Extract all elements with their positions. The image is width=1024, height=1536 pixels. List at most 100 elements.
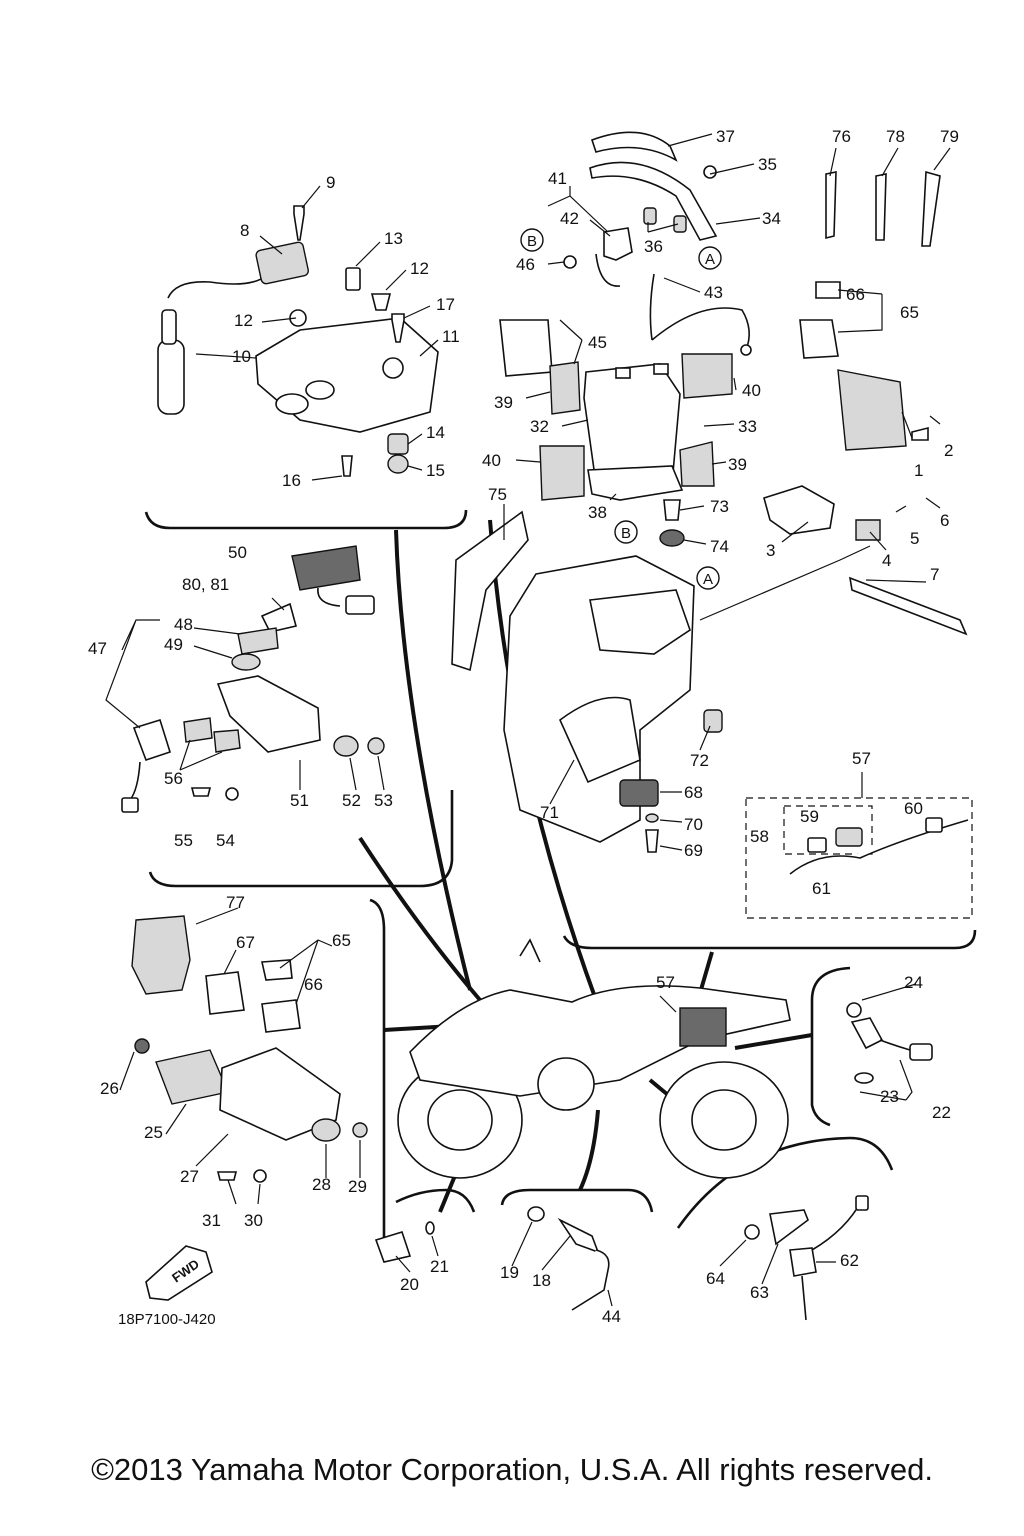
callout-53: 53 [374,791,393,810]
callout-80-81: 80, 81 [182,575,229,594]
callout-51: 51 [290,791,309,810]
callout-28: 28 [312,1175,331,1194]
callout-72: 72 [690,751,709,770]
callout-40b: 40 [482,451,501,470]
callout-61: 61 [812,879,831,898]
ref-b-label-2: B [621,525,631,542]
diagram-code: 18P7100-J420 [118,1311,216,1328]
cover-77 [131,915,191,995]
callout-55: 55 [174,831,193,850]
callout-34: 34 [762,209,781,228]
atv-silhouette [397,938,791,1179]
battery-cover [451,510,529,672]
callout-36: 36 [644,237,663,256]
callout-60: 60 [904,799,923,818]
sensor-62 [789,1247,817,1277]
callout-5: 5 [910,529,919,548]
callout-7: 7 [930,565,939,584]
callout-1: 1 [914,461,923,480]
ref-b-label-1: B [527,233,537,250]
harness-inset [745,797,973,919]
callout-19: 19 [500,1263,519,1282]
callout-57a: 57 [852,749,871,768]
callout-58: 58 [750,827,769,846]
callout-29: 29 [348,1177,367,1196]
callout-32: 32 [530,417,549,436]
fwd-arrow [145,1245,213,1301]
callout-27: 27 [180,1167,199,1186]
ref-a-label-1: A [705,251,715,268]
ref-a-circle-1 [698,246,722,270]
ref-a-circle-2 [696,566,720,590]
callout-57b: 57 [656,973,675,992]
callout-76: 76 [832,127,851,146]
connector-68 [619,779,659,807]
callout-79: 79 [940,127,959,146]
callout-30: 30 [244,1211,263,1230]
callout-78: 78 [886,127,905,146]
callout-59: 59 [800,807,819,826]
callout-56: 56 [164,769,183,788]
battery-band-37 [590,131,678,162]
callout-14: 14 [426,423,445,442]
rectifier-group [131,915,368,1301]
callout-13: 13 [384,229,403,248]
callout-50: 50 [228,543,247,562]
callout-33: 33 [738,417,757,436]
light-50 [291,545,361,591]
main-switch [132,719,171,762]
callout-74: 74 [710,537,729,556]
callout-12a: 12 [234,311,253,330]
rectifier-bracket [219,1047,341,1141]
reference-markers: B A B A [520,228,722,590]
screw-9 [293,205,305,241]
callout-10: 10 [232,347,251,366]
sensor-22 [850,1017,884,1050]
callout-40a: 40 [742,381,761,400]
callout-66a: 66 [846,285,865,304]
callout-54: 54 [216,831,235,850]
callout-52: 52 [342,791,361,810]
sensor-20 [374,1231,412,1263]
ref-a-label-2: A [703,571,713,588]
callout-26: 26 [100,1079,119,1098]
callout-65a: 65 [900,303,919,322]
callout-22: 22 [932,1103,951,1122]
ignition-coil-group [157,205,439,477]
callout-43: 43 [704,283,723,302]
ecu-bracket [763,485,835,535]
sensors-group [374,1002,933,1321]
battery-box-group [451,499,871,853]
callout-44: 44 [602,1307,621,1326]
callout-21: 21 [430,1257,449,1276]
callout-37: 37 [716,127,735,146]
main-switch-group [121,545,385,813]
callout-46: 46 [516,255,535,274]
battery-band-34 [589,161,718,241]
callout-labels: 1 2 3 4 5 6 7 8 9 10 11 12 12 13 14 15 1… [88,127,959,1326]
leader-lines [105,133,951,1307]
callout-45: 45 [588,333,607,352]
callout-63: 63 [750,1283,769,1302]
callout-69: 69 [684,841,703,860]
callout-4: 4 [882,551,891,570]
electrical-parts-diagram: B A B A 1 2 3 4 5 6 7 8 9 10 11 12 12 13… [88,127,977,1328]
cable-tie [848,576,968,636]
callout-11: 11 [442,327,460,346]
callout-24: 24 [904,973,923,992]
callout-8: 8 [240,221,249,240]
battery-group [499,131,752,501]
callout-41: 41 [548,169,567,188]
relay [799,319,839,359]
callout-73: 73 [710,497,729,516]
callout-62: 62 [840,1251,859,1270]
callout-66b: 66 [304,975,323,994]
callout-23: 23 [880,1087,899,1106]
callout-3: 3 [766,541,775,560]
ignition-coil [255,241,309,285]
switch-18 [557,1217,600,1254]
callout-47: 47 [88,639,107,658]
callout-49: 49 [164,635,183,654]
ref-b-circle-2 [614,520,638,544]
callout-77: 77 [226,893,245,912]
